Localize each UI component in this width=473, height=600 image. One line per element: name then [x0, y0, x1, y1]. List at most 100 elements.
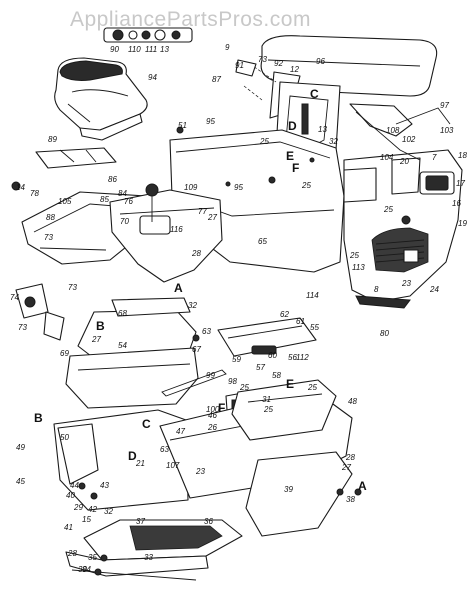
callout-label-37: 37: [136, 517, 145, 526]
callout-label-19: 19: [458, 219, 467, 228]
callout-label-14: 14: [16, 183, 25, 192]
callout-label-59: 59: [232, 355, 241, 364]
callout-label-38: 38: [346, 495, 355, 504]
callout-label-D: D: [128, 449, 137, 463]
callout-label-32: 32: [188, 301, 197, 310]
callout-label-102: 102: [402, 135, 416, 144]
frame-chassis: [53, 379, 353, 537]
callout-label-25: 25: [301, 181, 311, 190]
console-bracket: [35, 147, 117, 169]
callout-label-86: 86: [108, 175, 117, 184]
callout-label-91: 91: [235, 61, 244, 70]
callout-label-57: 57: [256, 363, 265, 372]
callout-label-113: 113: [352, 263, 365, 272]
callout-label-84: 84: [118, 189, 127, 198]
battery-box: [65, 297, 199, 409]
side-mount-bracket: [15, 283, 65, 341]
callout-label-98: 98: [228, 377, 237, 386]
mount-plate: [217, 317, 317, 357]
callout-label-62: 62: [280, 310, 289, 319]
callout-label-33: 33: [144, 553, 153, 562]
callout-label-63: 63: [202, 327, 211, 336]
callout-label-104: 104: [380, 153, 394, 162]
callout-label-21: 21: [135, 459, 145, 468]
callout-label-68: 68: [118, 309, 127, 318]
callout-label-100: 100: [206, 405, 220, 414]
callout-label-85: 85: [100, 195, 109, 204]
callout-label-18: 18: [458, 151, 467, 160]
callout-label-105: 105: [58, 197, 72, 206]
callout-label-90: 90: [110, 45, 119, 54]
callout-label-44: 44: [70, 481, 79, 490]
callout-label-31: 31: [262, 395, 271, 404]
decal-knob-strip: [103, 27, 193, 43]
footrest-plate: [65, 519, 243, 581]
callout-label-28: 28: [191, 249, 201, 258]
callout-label-95: 95: [234, 183, 243, 192]
callout-label-25: 25: [263, 405, 273, 414]
callout-label-97: 97: [440, 101, 449, 110]
callout-label-A: A: [174, 281, 183, 295]
callout-label-77: 77: [198, 207, 207, 216]
callout-label-58: 58: [272, 371, 281, 380]
control-rod: [161, 369, 227, 397]
callout-label-9: 9: [225, 43, 230, 52]
callout-label-25: 25: [307, 383, 317, 392]
callout-label-25: 25: [383, 205, 393, 214]
callout-label-107: 107: [166, 461, 180, 470]
callout-label-25: 25: [259, 137, 269, 146]
callout-label-55: 55: [310, 323, 319, 332]
callout-label-54: 54: [118, 341, 127, 350]
callout-label-65: 65: [258, 237, 267, 246]
callout-label-16: 16: [452, 199, 461, 208]
callout-label-116: 116: [170, 225, 183, 234]
callout-label-43: 43: [100, 481, 109, 490]
callout-label-28: 28: [67, 549, 77, 558]
callout-label-76: 76: [124, 197, 133, 206]
callout-label-73: 73: [68, 283, 77, 292]
callout-label-89: 89: [48, 135, 57, 144]
callout-label-73: 73: [18, 323, 27, 332]
callout-label-23: 23: [401, 279, 411, 288]
callout-label-26: 26: [207, 423, 217, 432]
callout-label-78: 78: [30, 189, 39, 198]
callout-label-23: 23: [195, 467, 205, 476]
callout-label-15: 15: [82, 515, 91, 524]
callout-label-114: 114: [306, 291, 319, 300]
callout-label-32: 32: [104, 507, 113, 516]
callout-label-111: 111: [145, 45, 157, 54]
callout-label-87: 87: [212, 75, 221, 84]
rear-fender: [109, 183, 223, 283]
hood-hinge-bracket: [349, 103, 451, 161]
callout-label-20: 20: [399, 157, 409, 166]
callout-label-29: 29: [73, 503, 83, 512]
callout-label-99: 99: [206, 371, 215, 380]
callout-label-E: E: [286, 149, 294, 163]
callout-label-8: 8: [374, 285, 379, 294]
callout-label-110: 110: [128, 45, 141, 54]
callout-label-D: D: [288, 119, 297, 133]
callout-label-41: 41: [64, 523, 73, 532]
headlight: [419, 171, 455, 195]
callout-label-109: 109: [184, 183, 198, 192]
callout-label-56: 56: [288, 353, 297, 362]
callout-label-13: 13: [160, 45, 169, 54]
callout-label-74: 74: [10, 293, 19, 302]
callout-label-70: 70: [120, 217, 129, 226]
callout-label-B: B: [34, 411, 43, 425]
callout-label-32: 32: [329, 137, 338, 146]
callout-label-B: B: [96, 319, 105, 333]
callout-label-63: 63: [160, 445, 169, 454]
callout-label-42: 42: [88, 505, 97, 514]
callout-label-E: E: [286, 377, 294, 391]
hardware-fasteners: [11, 126, 411, 576]
callout-label-C: C: [142, 417, 151, 431]
callout-label-17: 17: [456, 179, 465, 188]
callout-label-34: 34: [82, 565, 91, 574]
callout-label-35: 35: [88, 553, 97, 562]
callout-label-13: 13: [318, 125, 327, 134]
callout-label-25: 25: [239, 383, 249, 392]
callout-label-25: 25: [349, 251, 359, 260]
callout-label-7: 7: [432, 153, 437, 162]
